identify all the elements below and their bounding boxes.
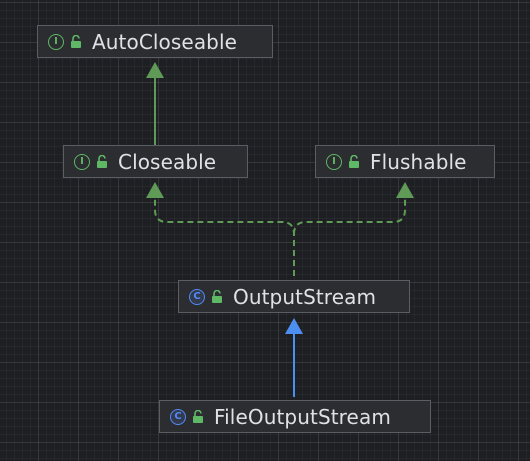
node-label: Closeable — [118, 149, 217, 174]
node-flushable[interactable]: I Flushable — [315, 145, 495, 178]
node-label: FileOutputStream — [214, 404, 391, 429]
unlock-icon — [71, 34, 81, 48]
interface-icon: I — [326, 153, 342, 170]
node-fileoutputstream[interactable]: C FileOutputStream — [159, 400, 431, 433]
edge-outputstream-to-flushable — [293, 198, 406, 235]
edge-outputstream-to-closeable — [154, 198, 295, 276]
node-closeable[interactable]: I Closeable — [63, 145, 248, 178]
node-label: OutputStream — [233, 284, 377, 309]
node-outputstream[interactable]: C OutputStream — [178, 280, 410, 313]
node-label: AutoCloseable — [92, 29, 238, 54]
node-label: Flushable — [370, 149, 467, 174]
unlock-icon — [212, 289, 222, 303]
unlock-icon — [97, 154, 107, 168]
interface-icon: I — [74, 153, 90, 170]
interface-icon: I — [48, 33, 64, 50]
node-autocloseable[interactable]: I AutoCloseable — [37, 25, 273, 58]
arrowhead-flushable — [396, 182, 414, 198]
arrowhead-closeable — [146, 182, 164, 198]
arrowhead-outputstream — [285, 318, 303, 334]
unlock-icon — [349, 154, 359, 168]
class-icon: C — [170, 408, 186, 425]
arrowhead-autocloseable — [146, 62, 164, 78]
class-icon: C — [189, 288, 205, 305]
unlock-icon — [193, 409, 203, 423]
